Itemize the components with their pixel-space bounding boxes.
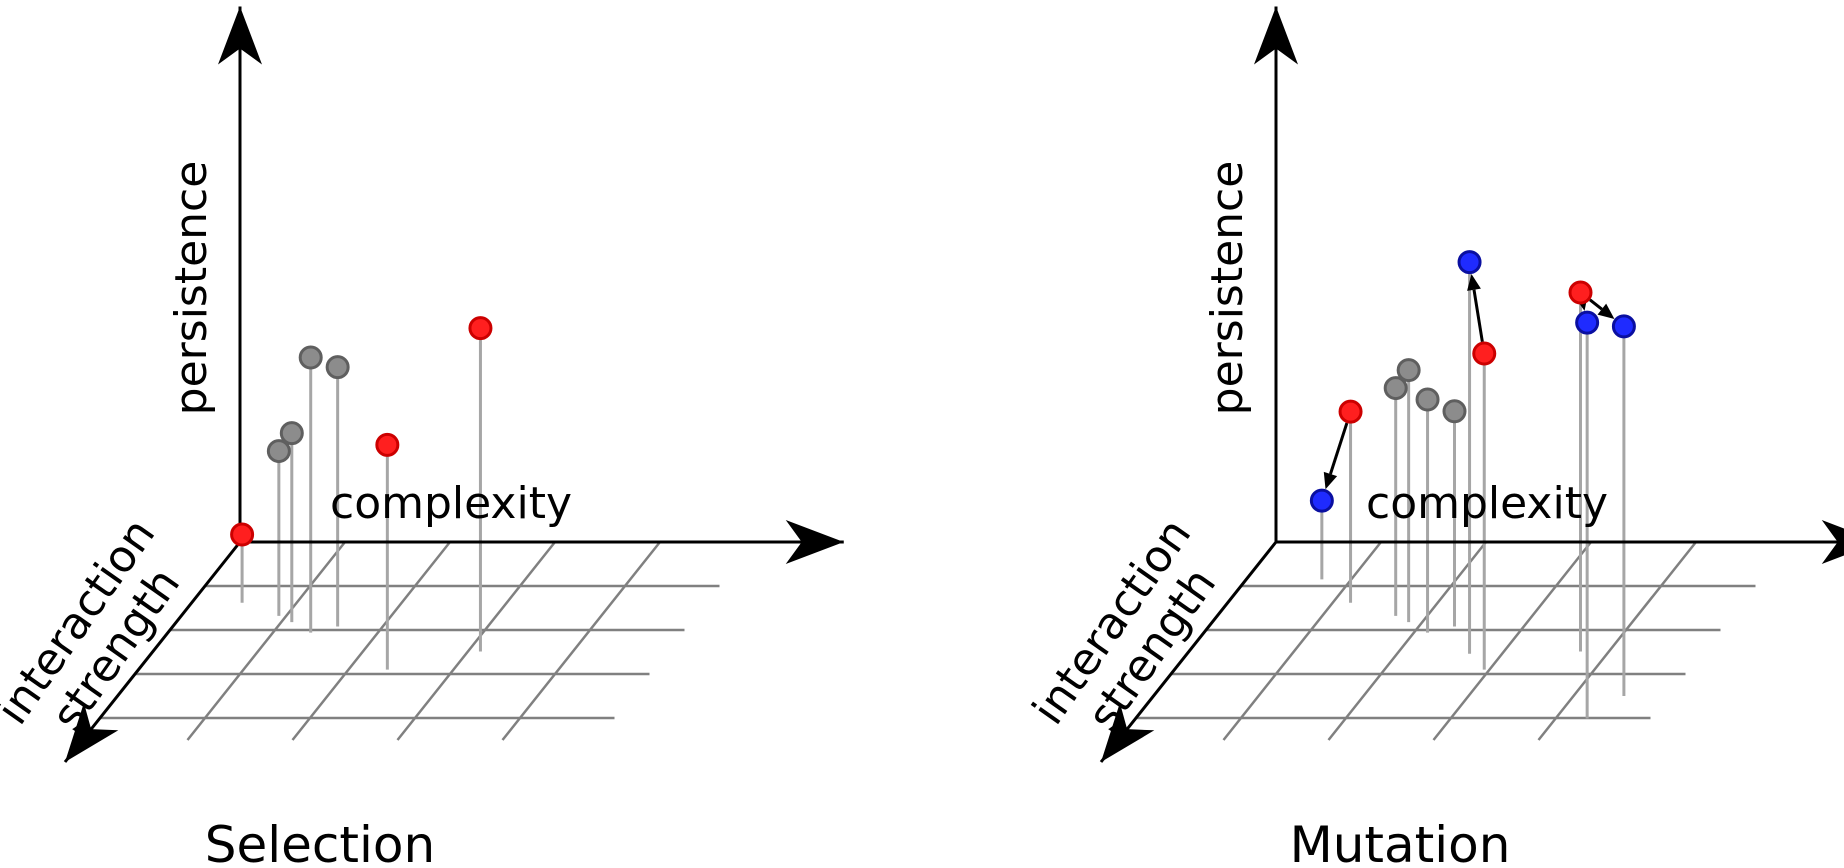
selected-point [375,432,400,457]
y-axis-arrowhead [218,6,262,65]
mutation-arrowhead [1323,471,1338,490]
point-stems [1320,262,1626,719]
point-stems [240,328,482,670]
mutant-point [1575,310,1600,335]
neutral-point [298,345,323,370]
panel-title: Selection [205,816,435,868]
grid-line-x1 [186,541,346,741]
data-points [1309,250,1636,513]
mutation-arrowhead [1597,303,1615,320]
selected-point [1338,399,1363,424]
mutation-arrow [1472,289,1484,342]
x-axis-arrowhead [785,520,844,564]
data-points [230,316,493,547]
neutral-point [1415,387,1440,412]
grid-line-x4 [501,541,661,741]
y-axis-label: persistence [166,161,217,416]
selected-point [1472,341,1497,366]
neutral-point [266,439,291,464]
neutral-point [1383,376,1408,401]
selected-point [468,316,493,341]
grid-line-x3 [396,541,556,741]
neutral-point [1442,399,1467,424]
selected-point [1568,280,1593,305]
y-axis-arrowhead [1254,6,1298,65]
mutation-arrowhead [1467,273,1481,291]
panel-title: Mutation [1290,816,1511,868]
mutant-point [1457,250,1482,275]
grid-line-x2 [1327,541,1487,741]
mutation-arrow [1329,422,1349,475]
y-axis-label: persistence [1202,161,1253,416]
floor-grid [100,541,720,741]
neutral-point [325,355,350,380]
mutation-arrow [1589,298,1603,311]
z-axis-arrowhead [1101,702,1155,762]
axes [1099,6,1844,763]
neutral-point [279,421,304,446]
axes [63,6,844,763]
x-axis-label: complexity [1366,478,1608,529]
grid-line-x2 [291,541,451,741]
grid-line-x4 [1537,541,1697,741]
floor-grid [1136,541,1756,741]
mutation-panel: persistence complexity interaction stren… [1023,6,1844,868]
selected-point [230,522,255,547]
z-axis-arrowhead [65,702,119,762]
grid-line-x3 [1432,541,1592,741]
z-axis-arrow [1099,541,1278,763]
neutral-point [1396,358,1421,383]
mutant-point [1611,314,1636,339]
grid-line-x1 [1222,541,1382,741]
x-axis-arrowhead [1821,520,1844,564]
z-axis-arrow [63,541,242,763]
x-axis-label: complexity [330,478,572,529]
mutant-point [1309,488,1334,513]
selection-panel: persistence complexity interaction stren… [0,6,844,868]
